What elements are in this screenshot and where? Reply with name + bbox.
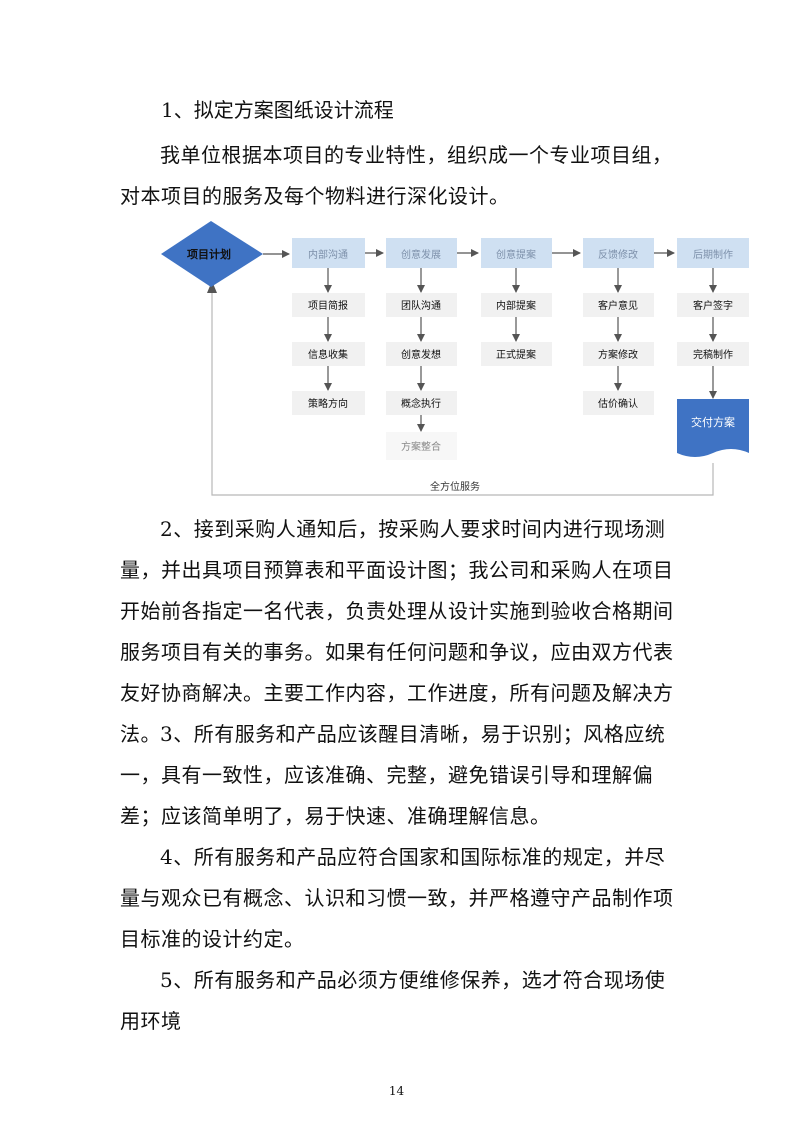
item-box <box>481 342 552 366</box>
paragraph-4: 4、所有服务和产品应符合国家和国际标准的规定，并尽量与观众已有概念、认识和习惯一… <box>120 845 674 951</box>
item-label: 信息收集 <box>308 348 348 361</box>
item-label: 策略方向 <box>308 397 348 410</box>
item-box <box>386 432 457 460</box>
loop-arrowhead <box>207 281 217 293</box>
item-label: 方案整合 <box>401 440 441 453</box>
loop-label: 全方位服务 <box>430 480 480 493</box>
item-box <box>583 342 654 366</box>
start-diamond <box>161 221 263 287</box>
item-label: 内部提案 <box>496 299 536 312</box>
loop-line <box>211 289 714 496</box>
item-box <box>677 293 749 317</box>
item-label: 正式提案 <box>496 348 536 361</box>
deliverable-label: 交付方案 <box>691 415 735 429</box>
item-box <box>292 293 365 317</box>
header-box-1 <box>292 238 365 268</box>
header-label-1: 内部沟通 <box>308 248 348 261</box>
item-label: 概念执行 <box>401 397 441 410</box>
design-flowchart: 全方位服务 项目计划 内部沟通 创意发展 创意提案 反馈修改 后期制作 项目简报… <box>161 221 749 496</box>
item-label: 创意发想 <box>401 348 441 361</box>
item-box <box>386 342 457 366</box>
paragraph-2: 2、接到采购人通知后，按采购人要求时间内进行现场测量，并出具项目预算表和平面设计… <box>120 517 674 746</box>
item-label: 估价确认 <box>598 397 638 410</box>
item-box <box>583 293 654 317</box>
intro-paragraph: 我单位根据本项目的专业特性，组织成一个专业项目组，对本项目的服务及每个物料进行深… <box>120 143 673 208</box>
section-heading: 1、拟定方案图纸设计流程 <box>161 98 394 122</box>
paragraph-5: 5、所有服务和产品必须方便维修保养，选才符合现场使用环境 <box>120 968 666 1033</box>
item-box <box>292 391 365 415</box>
loop-label-bg <box>410 478 500 494</box>
start-label: 项目计划 <box>187 247 231 261</box>
item-label: 完稿制作 <box>693 348 733 361</box>
item-label: 项目简报 <box>308 299 348 312</box>
header-box-5 <box>677 238 749 268</box>
paragraph-3: 3、所有服务和产品应该醒目清晰，易于识别；风格应统一，具有一致性，应该准确、完整… <box>120 722 666 828</box>
header-label-3: 创意提案 <box>496 248 536 261</box>
item-label: 客户签字 <box>693 299 733 312</box>
header-box-4 <box>583 238 654 268</box>
header-label-2: 创意发展 <box>401 248 441 261</box>
header-label-4: 反馈修改 <box>598 248 638 261</box>
page-number: 14 <box>388 1084 405 1098</box>
item-label: 方案修改 <box>598 348 638 361</box>
item-label: 团队沟通 <box>401 299 441 312</box>
deliverable-document <box>677 399 749 457</box>
item-box <box>292 342 365 366</box>
header-label-5: 后期制作 <box>693 248 733 261</box>
item-box <box>386 391 457 415</box>
item-box <box>481 293 552 317</box>
item-box <box>583 391 654 415</box>
header-box-2 <box>386 238 457 268</box>
header-box-3 <box>481 238 552 268</box>
item-label: 客户意见 <box>598 299 638 312</box>
item-box <box>677 342 749 366</box>
item-box <box>386 293 457 317</box>
